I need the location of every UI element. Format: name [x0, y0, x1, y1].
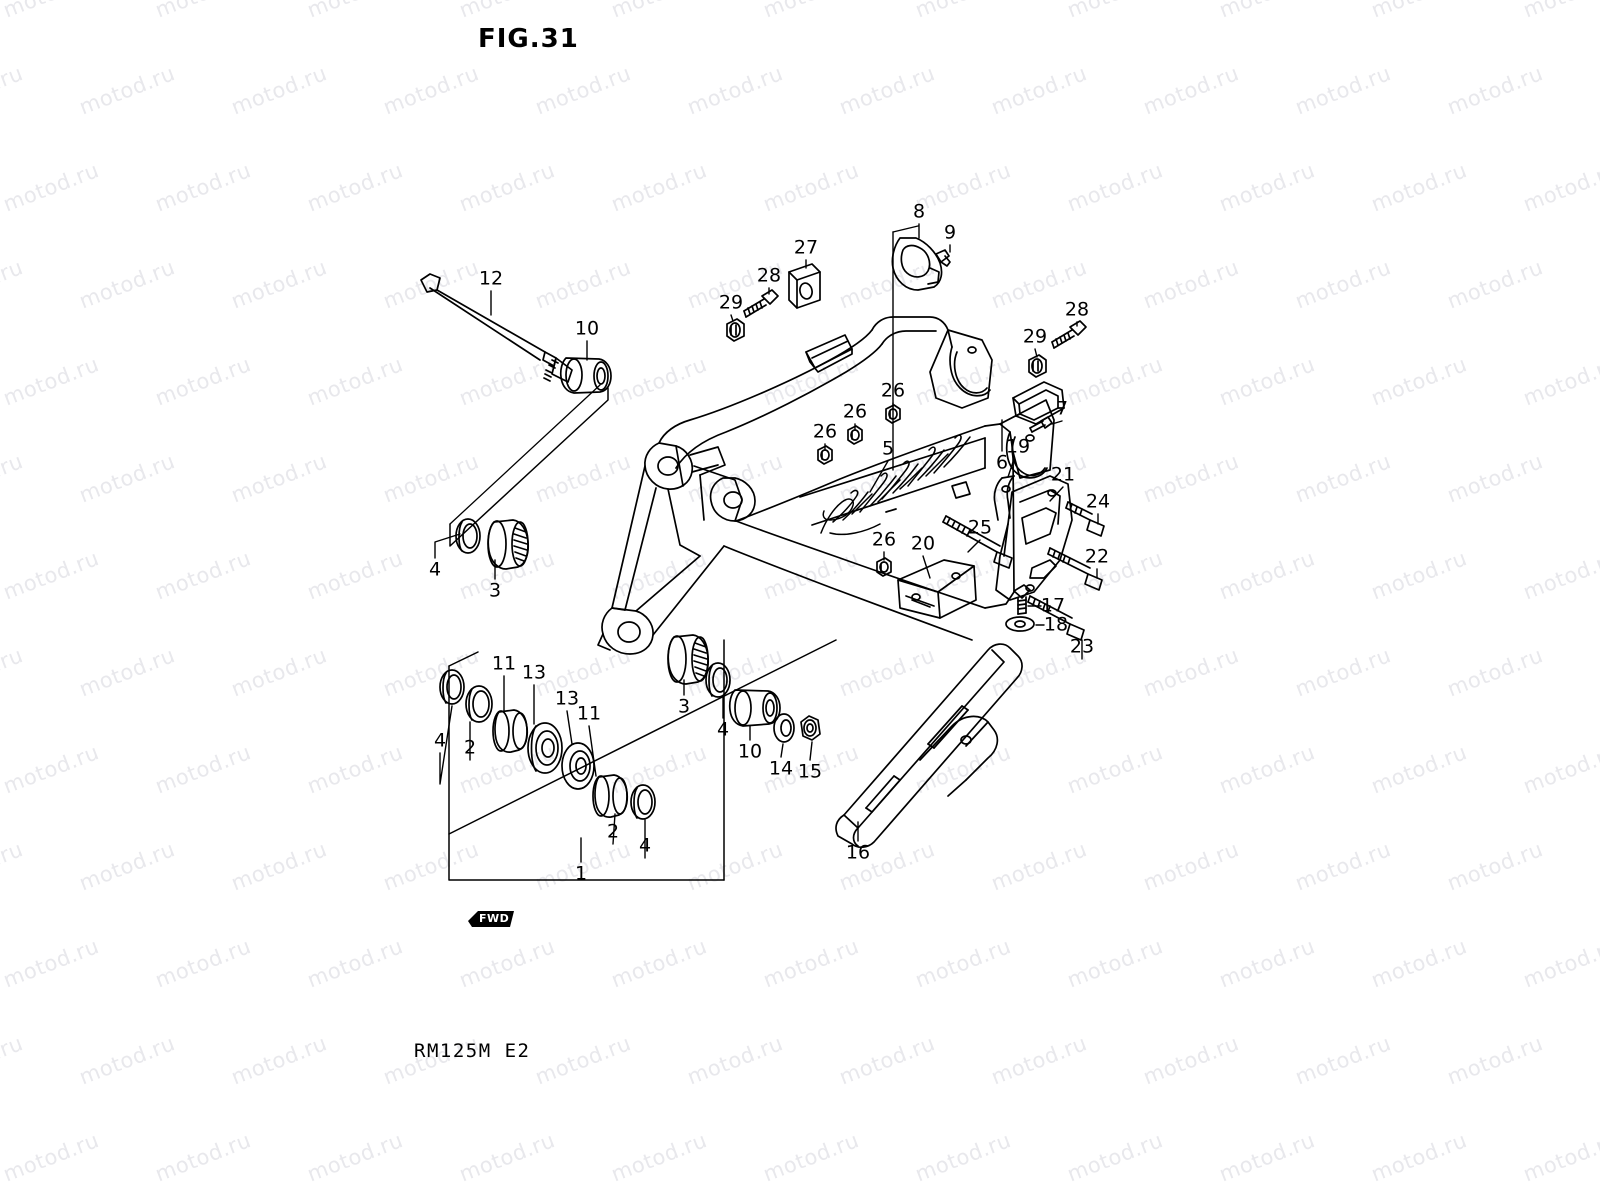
part-4-seal-upper-left [455, 518, 481, 554]
part-26-nut-c [885, 404, 901, 424]
part-16-chain-buffer [835, 643, 1023, 848]
callout-number-21: 21 [1050, 463, 1076, 486]
callout-number-28: 28 [1064, 298, 1090, 321]
part-24-bolt [1065, 501, 1105, 537]
part-7-screw [1029, 416, 1053, 433]
callout-number-20: 20 [910, 532, 936, 555]
callout-number-1: 1 [574, 862, 588, 885]
part-28-bolt-right [1051, 320, 1087, 349]
part-26-nut-a [817, 445, 833, 465]
fwd-direction-marker: FWD [466, 908, 516, 930]
callout-number-16: 16 [845, 841, 871, 864]
callout-number-29: 29 [718, 291, 744, 314]
part-18-washer [1005, 616, 1035, 632]
callout-number-9: 9 [943, 221, 957, 244]
callout-number-25: 25 [967, 516, 993, 539]
callout-number-29: 29 [1022, 325, 1048, 348]
callout-number-8: 8 [912, 200, 926, 223]
fwd-label: FWD [479, 912, 510, 925]
callout-number-2: 2 [606, 820, 620, 843]
part-6-chain-guide [1012, 381, 1065, 425]
part-26-nut-b [847, 425, 863, 445]
group-bracket-2 [449, 384, 609, 547]
callout-number-10: 10 [574, 317, 600, 340]
callout-number-6: 6 [995, 451, 1009, 474]
part-17-bolt [1013, 584, 1031, 615]
callout-number-4: 4 [428, 558, 442, 581]
callout-number-12: 12 [478, 267, 504, 290]
callout-number-26: 26 [812, 420, 838, 443]
callout-number-15: 15 [797, 760, 823, 783]
callout-number-3: 3 [488, 579, 502, 602]
full-floater-script-logo [820, 434, 971, 536]
part-25-adjuster-bolt [942, 515, 1013, 569]
callout-number-18: 18 [1043, 613, 1069, 636]
part-28-bolt-left [743, 289, 779, 318]
swingarm-assembly [597, 316, 1055, 655]
callout-number-5: 5 [881, 437, 895, 460]
part-21-chain-guide-bracket [995, 475, 1073, 601]
callout-number-24: 24 [1085, 490, 1111, 513]
leader-lines [434, 223, 1099, 863]
callout-number-7: 7 [1055, 397, 1069, 420]
group-bracket-1 [448, 639, 837, 881]
callout-number-17: 17 [1040, 594, 1066, 617]
part-3-bearing-upper-left [487, 519, 530, 570]
callout-number-19: 19 [1005, 435, 1031, 458]
part-29-nut-right [1028, 354, 1047, 378]
callout-number-26: 26 [842, 400, 868, 423]
callout-number-3: 3 [677, 695, 691, 718]
callout-number-23: 23 [1069, 635, 1095, 658]
model-code-label: RM125M E2 [414, 1040, 531, 1062]
callout-number-28: 28 [756, 264, 782, 287]
callout-number-2: 2 [463, 736, 477, 759]
callout-number-13: 13 [521, 661, 547, 684]
callout-number-14: 14 [768, 757, 794, 780]
part-29-nut-left [726, 318, 745, 342]
part-3-bearing-lower [667, 634, 710, 685]
callout-number-26: 26 [880, 379, 906, 402]
part-4-seal-lower-center [705, 662, 731, 698]
part-8-chain-guard [891, 237, 943, 291]
figure-title: FIG.31 [478, 24, 579, 54]
callout-number-4: 4 [433, 729, 447, 752]
part-14-washer [773, 713, 795, 743]
callout-number-4: 4 [716, 718, 730, 741]
callout-number-27: 27 [793, 236, 819, 259]
bearing-stack-left [439, 669, 656, 820]
part-10-spacer-lower [728, 689, 781, 727]
callout-number-22: 22 [1084, 545, 1110, 568]
callout-number-4: 4 [638, 834, 652, 857]
part-10-spacer-upper [559, 357, 612, 394]
part-9-screw [935, 249, 951, 267]
callout-number-13: 13 [554, 687, 580, 710]
callout-number-11: 11 [491, 652, 517, 675]
part-15-nut [800, 715, 821, 741]
callout-number-10: 10 [737, 740, 763, 763]
part-12-pivot-shaft [420, 273, 573, 383]
callout-number-11: 11 [576, 702, 602, 725]
callout-number-26: 26 [871, 528, 897, 551]
part-22-bolt [1047, 547, 1103, 591]
part-26-nut-d [876, 557, 892, 577]
part-27-adjuster-block [788, 263, 821, 309]
part-20-guard-plate [897, 559, 977, 619]
